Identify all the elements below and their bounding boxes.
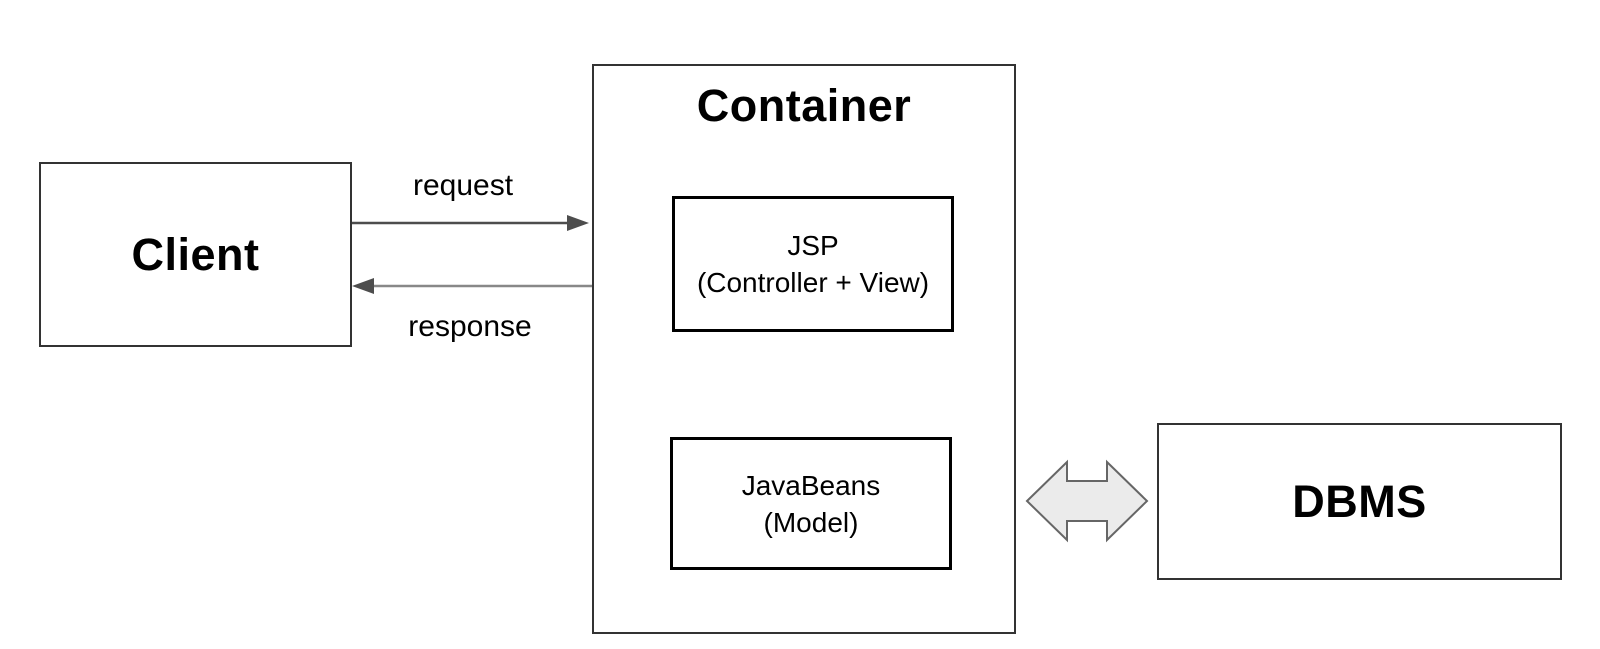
container-box: Container JSP (Controller + View) JavaBe… — [592, 64, 1016, 634]
double-arrow-icon — [1025, 459, 1149, 543]
container-title: Container — [696, 80, 912, 131]
client-label: Client — [131, 228, 260, 280]
jsp-box: JSP (Controller + View) — [672, 196, 954, 332]
dbms-label: DBMS — [1292, 475, 1427, 527]
javabeans-label-line2: (Model) — [763, 506, 859, 538]
dbms-box: DBMS — [1157, 423, 1562, 580]
javabeans-box: JavaBeans (Model) — [670, 437, 952, 570]
request-arrow-icon — [352, 215, 589, 231]
request-label: request — [412, 169, 514, 202]
jsp-label-line1: JSP — [787, 230, 839, 261]
response-arrow-icon — [352, 278, 592, 294]
client-box: Client — [39, 162, 352, 347]
javabeans-label-line1: JavaBeans — [741, 469, 881, 501]
jsp-label-line2: (Controller + View) — [696, 267, 930, 298]
response-label: response — [408, 310, 532, 343]
